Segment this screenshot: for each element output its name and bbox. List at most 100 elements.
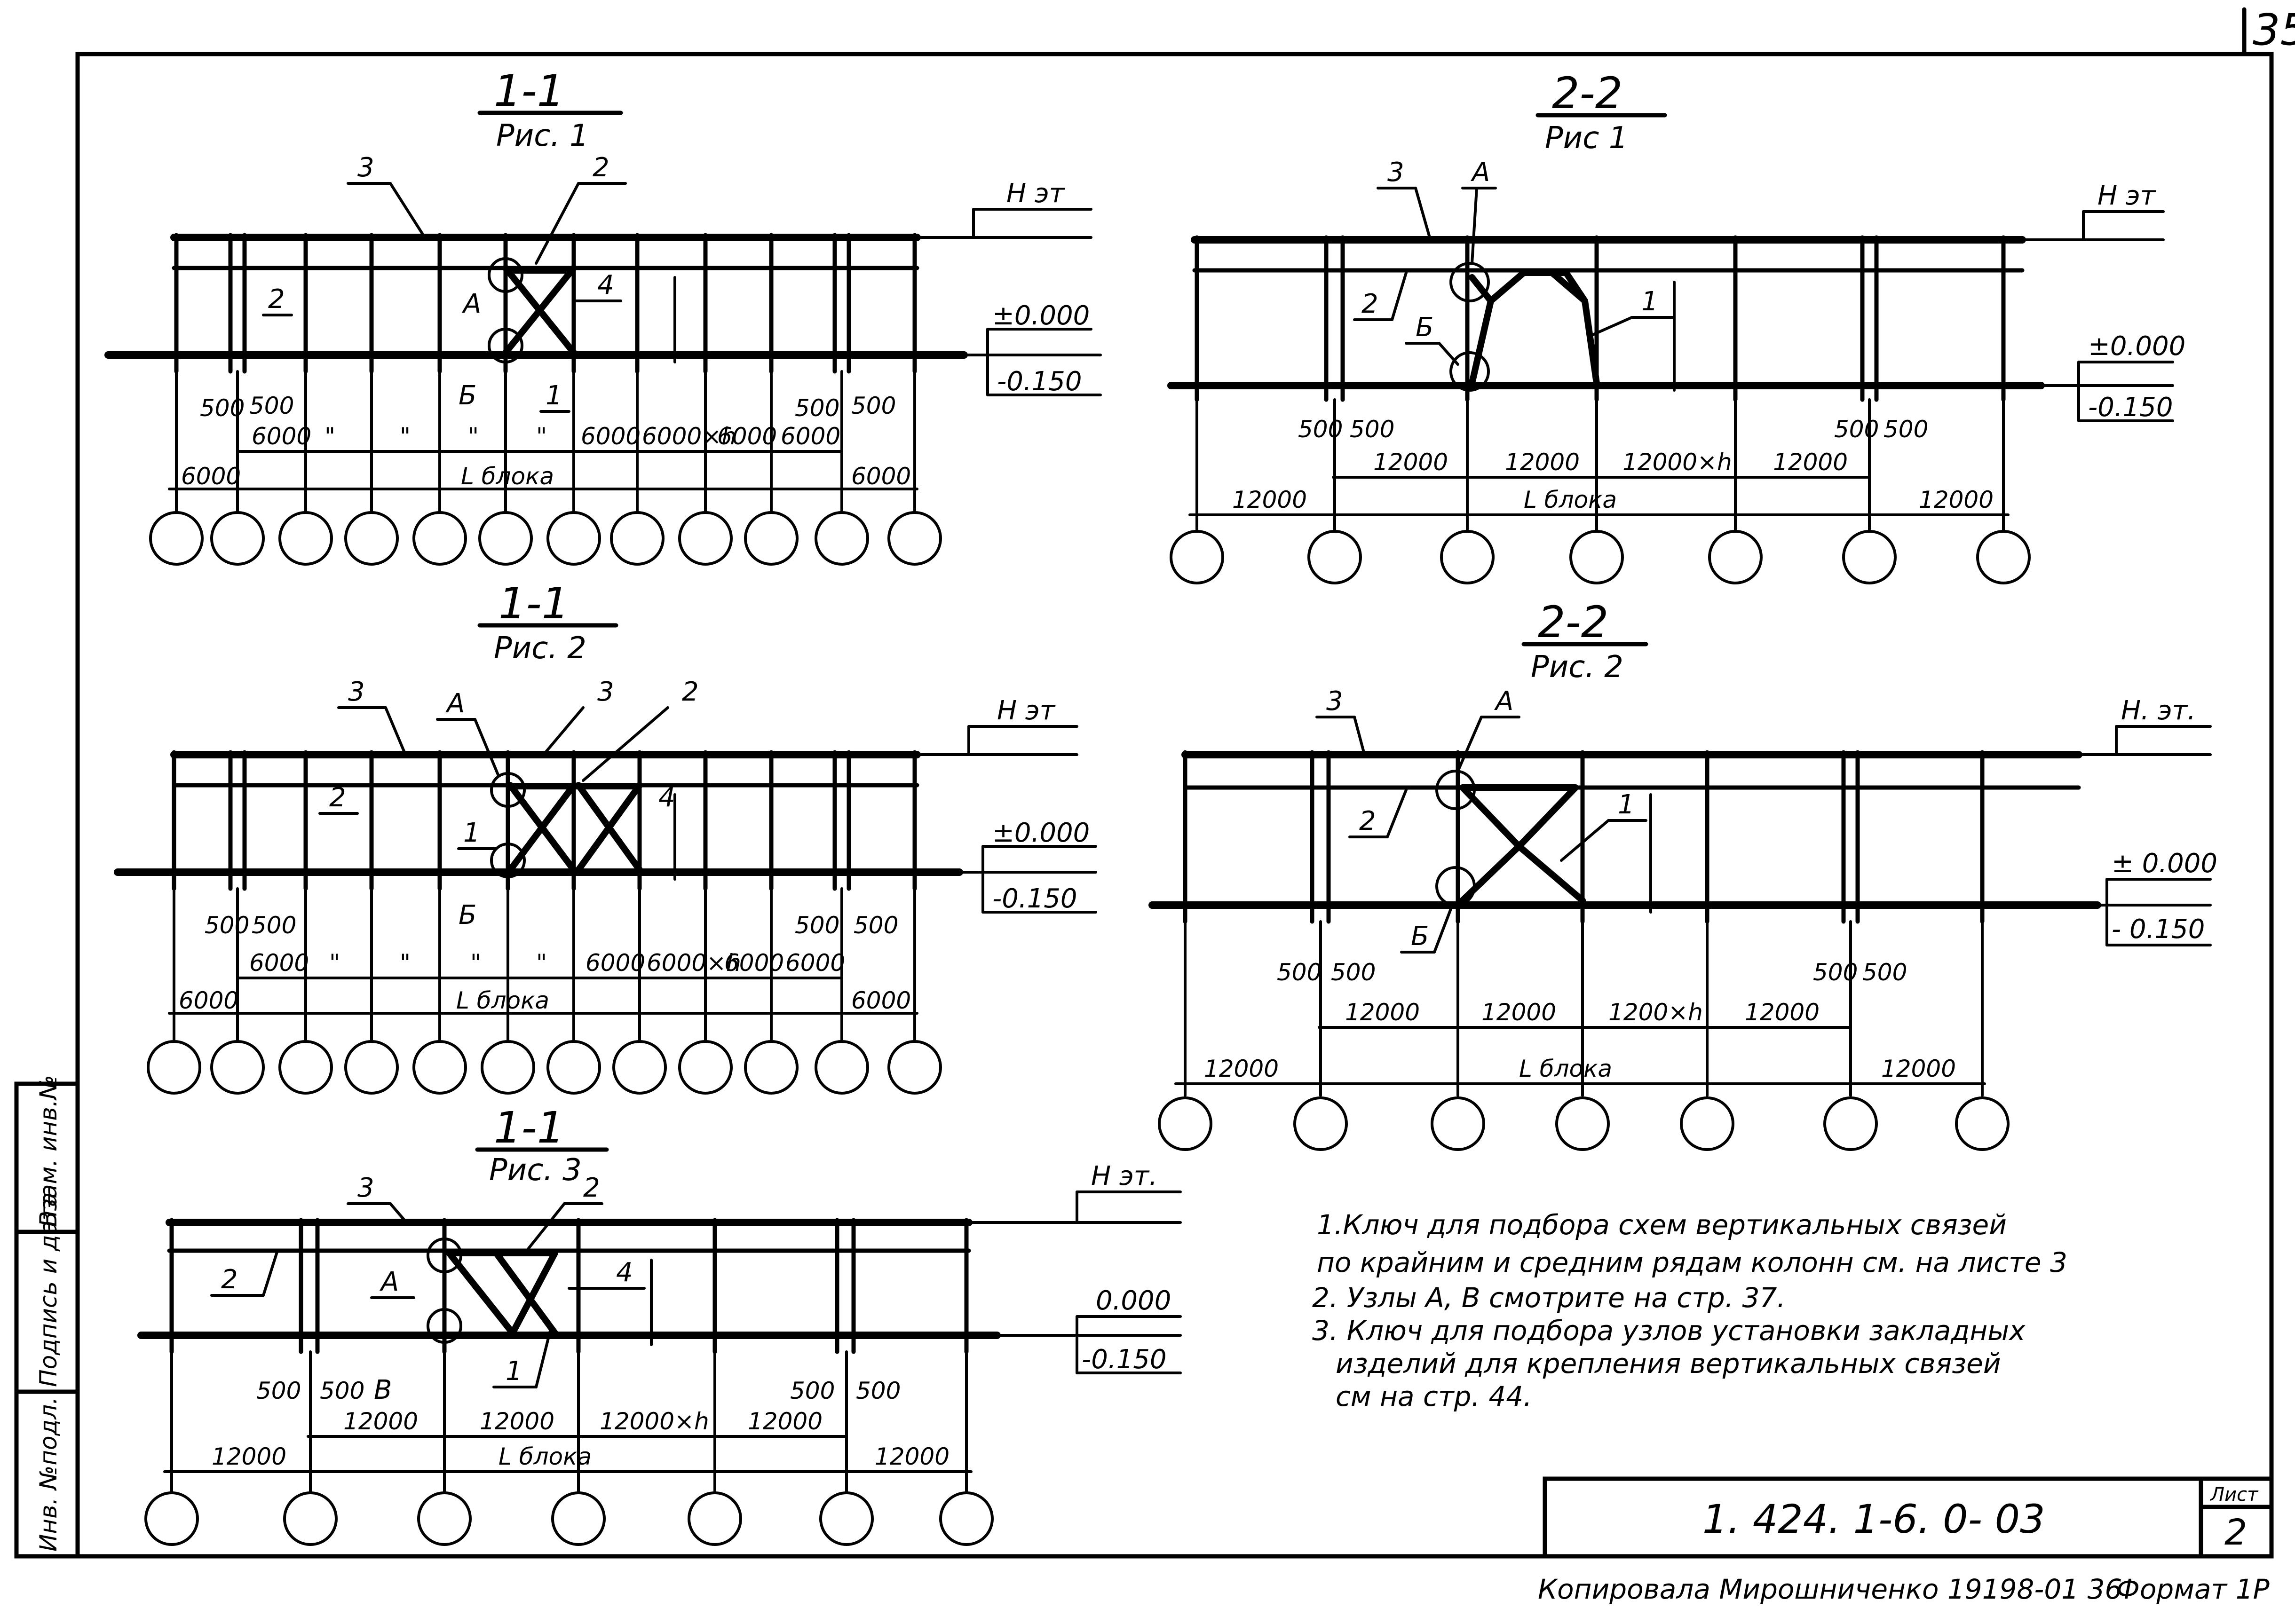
dim-edge-right: 6000 (851, 463, 911, 490)
node-b-circle (1449, 351, 1490, 392)
dim-row1: 12000 (1773, 449, 1848, 476)
fig-subtitle: Рис. 2 (1531, 650, 1623, 685)
callout-3: 3 (1387, 157, 1404, 188)
x-brace (1459, 784, 1586, 904)
offset-dim: 500 (320, 1377, 364, 1404)
fig-subtitle: Рис. 2 (494, 631, 586, 666)
document-code: 1. 424. 1-6. 0- 03 (1702, 1496, 2045, 1542)
node-a-circle (1449, 262, 1490, 302)
offset-dim: 500 (205, 912, 249, 939)
dim-row1: " (400, 949, 411, 977)
footer-copy: Копировала Мирошниченко 19198-01 36 (1538, 1573, 2122, 1605)
node-b: Б (1411, 921, 1429, 952)
dim-row1: 12000 (748, 1408, 823, 1435)
offset-dim: 500 (252, 912, 296, 939)
columns (169, 1218, 969, 1354)
dim-block: L блока (461, 463, 554, 490)
dim-edge-right: 12000 (1919, 486, 1994, 513)
callout-3: 3 (348, 677, 365, 707)
callout-2-side: 2 (268, 284, 285, 315)
level-height: Н эт (997, 695, 1056, 726)
level-height: Н эт (1006, 178, 1065, 209)
level-zero: ±0.000 (2088, 331, 2185, 362)
note-line: см на стр. 44. (1336, 1380, 1532, 1412)
level-low: -0.150 (2088, 392, 2173, 423)
dim-row1: 12000 (343, 1408, 418, 1435)
offset-dim: 500 (1834, 416, 1879, 443)
axis-markers (149, 370, 942, 566)
callout-3: 3 (1326, 686, 1343, 717)
offset-dim: 500 (249, 392, 294, 419)
dim-row1: " (536, 423, 547, 450)
fig-1-1-ris3: 1-1 Рис. 3 3 2 2 4 1 А (137, 1103, 1182, 1546)
callout-2: 2 (1361, 289, 1378, 319)
callout-2-top: 2 (682, 677, 699, 707)
node-v: В (374, 1375, 392, 1405)
node-a: А (1494, 686, 1513, 717)
callout-1: 1 (506, 1356, 522, 1387)
note-line: 3. Ключ для подбора узлов установки закл… (1312, 1315, 2026, 1347)
dim-block: L блока (1519, 1055, 1612, 1082)
axis-markers (1158, 920, 2010, 1151)
node-b-circle (488, 328, 523, 363)
dim-block: L блока (1524, 486, 1617, 513)
offset-dim: 500 (854, 912, 898, 939)
callout-1: 1 (546, 380, 562, 411)
dim-row1: " (329, 949, 340, 977)
dim-edge-left: 6000 (181, 463, 241, 490)
fig-2-2-ris1: 2-2 Рис 1 3 А 2 Б 1 (1167, 68, 2185, 584)
x-brace (507, 782, 643, 873)
dim-row1: 6000 (781, 423, 840, 450)
level-height: Н эт. (1091, 1161, 1157, 1191)
note-line: 1.Ключ для подбора схем вертикальных свя… (1317, 1209, 2007, 1241)
level-zero: ±0.000 (992, 818, 1090, 848)
node-b: Б (1416, 312, 1433, 343)
dim-block: L блока (499, 1443, 592, 1470)
callout-1: 1 (1641, 286, 1658, 317)
dim-edge-right: 12000 (875, 1443, 950, 1470)
dim-row1: 6000 (252, 423, 311, 450)
callout-4: 4 (597, 270, 614, 300)
note-line: по крайним и средним рядам колонн см. на… (1317, 1246, 2067, 1278)
dim-edge-left: 12000 (1204, 1055, 1279, 1082)
dim-row1: " (536, 949, 547, 977)
v-brace (1469, 269, 1600, 386)
dim-row1: 1200×h (1608, 999, 1703, 1026)
offset-dim: 500 (1298, 416, 1343, 443)
node-b: Б (459, 900, 476, 930)
callout-4: 4 (658, 782, 675, 813)
callout-2-side: 2 (221, 1264, 238, 1295)
dim-row1: 12000 (1481, 999, 1556, 1026)
fig-title: 1-1 (499, 578, 569, 629)
level-low: -0.150 (992, 883, 1077, 914)
offset-dim: 500 (1883, 416, 1928, 443)
offset-dim: 500 (1862, 959, 1907, 986)
dim-edge-left: 6000 (179, 987, 238, 1014)
callout-3: 3 (357, 1173, 374, 1203)
dim-row1: 12000 (1505, 449, 1580, 476)
title-block: 1. 424. 1-6. 0- 03 Лист 2 (1543, 1476, 2274, 1559)
level-zero: ± 0.000 (2112, 848, 2217, 879)
offset-dim: 500 (1350, 416, 1394, 443)
level-zero: 0.000 (1096, 1285, 1171, 1316)
columns (1183, 750, 1985, 924)
stamp-vzam: Взам. инв.№ (35, 1075, 62, 1227)
fig-title: 2-2 (1538, 597, 1608, 647)
callout-2: 2 (1359, 806, 1376, 836)
offset-dim: 500 (856, 1377, 901, 1404)
offset-dim: 500 (795, 394, 839, 422)
level-zero: ±0.000 (992, 300, 1090, 331)
x-brace (446, 1250, 558, 1336)
fig-title: 1-1 (494, 1103, 564, 1153)
node-b: Б (459, 380, 476, 411)
callout-4: 4 (616, 1257, 633, 1288)
node-a-circle (490, 772, 526, 808)
node-b-circle (490, 843, 526, 878)
fig-subtitle: Рис. 3 (489, 1153, 582, 1188)
dim-row1: " (468, 423, 479, 450)
axis-markers (144, 1350, 994, 1546)
offset-dim: 500 (256, 1377, 301, 1404)
x-brace (502, 265, 577, 356)
dim-edge-left: 12000 (212, 1443, 286, 1470)
fig-2-2-ris2: 2-2 Рис. 2 3 А 2 Б 1 (1148, 597, 2217, 1151)
